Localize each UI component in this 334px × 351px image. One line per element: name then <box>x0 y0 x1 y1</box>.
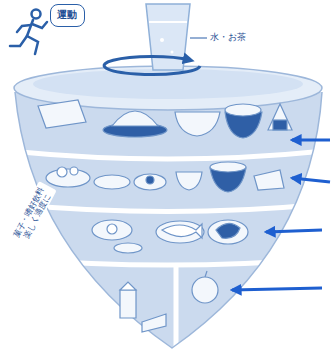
runner-arm <box>17 25 31 32</box>
fish-icon <box>162 224 202 238</box>
onigiri-icon <box>268 104 292 130</box>
vegetable-icons <box>46 162 284 192</box>
runner-leg <box>10 36 27 46</box>
node-text: 運動 <box>57 8 77 22</box>
snack-label: 菓子・嗜好飲料 楽しく適度に <box>9 181 57 247</box>
nori-icon <box>273 120 287 130</box>
vegetable-icon <box>57 167 67 177</box>
rice-dish-icon <box>112 111 158 126</box>
cone-outline <box>15 92 322 348</box>
runner-arm <box>32 22 47 28</box>
yolk-icon <box>107 224 117 234</box>
meat-plate-icon <box>208 220 248 244</box>
water-surface <box>149 21 187 23</box>
milk-fruit-icons <box>120 271 218 332</box>
rice-icon <box>225 104 261 116</box>
meat-icon <box>216 223 240 238</box>
cone-fill <box>0 85 334 351</box>
dish-icon <box>134 174 166 190</box>
runner-head <box>32 10 41 19</box>
bubble <box>171 51 174 54</box>
tofu-icon <box>114 243 142 253</box>
cone-body <box>0 85 334 351</box>
grain-icons <box>38 100 292 138</box>
pointer-arrows <box>232 140 330 290</box>
leader-line <box>190 38 207 39</box>
milk-carton-icon <box>120 290 136 318</box>
vegetable-icon <box>70 167 78 175</box>
speech-bubble: 運動 <box>50 4 85 27</box>
small-bowl-icon <box>176 172 202 190</box>
tier-split <box>174 265 179 351</box>
bread-icon <box>38 100 86 128</box>
protein-icons <box>92 220 248 253</box>
pointer-arrow <box>292 139 330 142</box>
fried-egg-icon <box>92 220 132 240</box>
dish-mark <box>146 176 154 184</box>
bubble <box>160 38 164 42</box>
pointer-arrow <box>292 178 330 182</box>
noodle-bowl-icon <box>175 112 220 136</box>
cheese-icon <box>142 314 166 332</box>
runner-leg <box>27 36 38 54</box>
vegetable-dish-icon <box>254 170 284 190</box>
apple-icon <box>192 277 218 303</box>
pointer-arrow <box>232 288 322 290</box>
dish-icon <box>94 175 130 189</box>
salad-icon <box>46 169 90 187</box>
runner-body <box>27 20 33 36</box>
tier-divider <box>0 203 334 212</box>
milk-carton-top <box>120 282 136 290</box>
soup-icon <box>210 162 246 172</box>
pointer-arrow <box>266 230 322 232</box>
runner-figure <box>10 10 47 55</box>
fish-plate-icon <box>156 221 204 243</box>
tier-divider <box>0 150 334 159</box>
drink-label: 水・お茶 <box>210 32 246 42</box>
tier-divider <box>0 258 334 265</box>
apple-stem <box>205 271 207 277</box>
rotation-arrow <box>104 57 200 75</box>
